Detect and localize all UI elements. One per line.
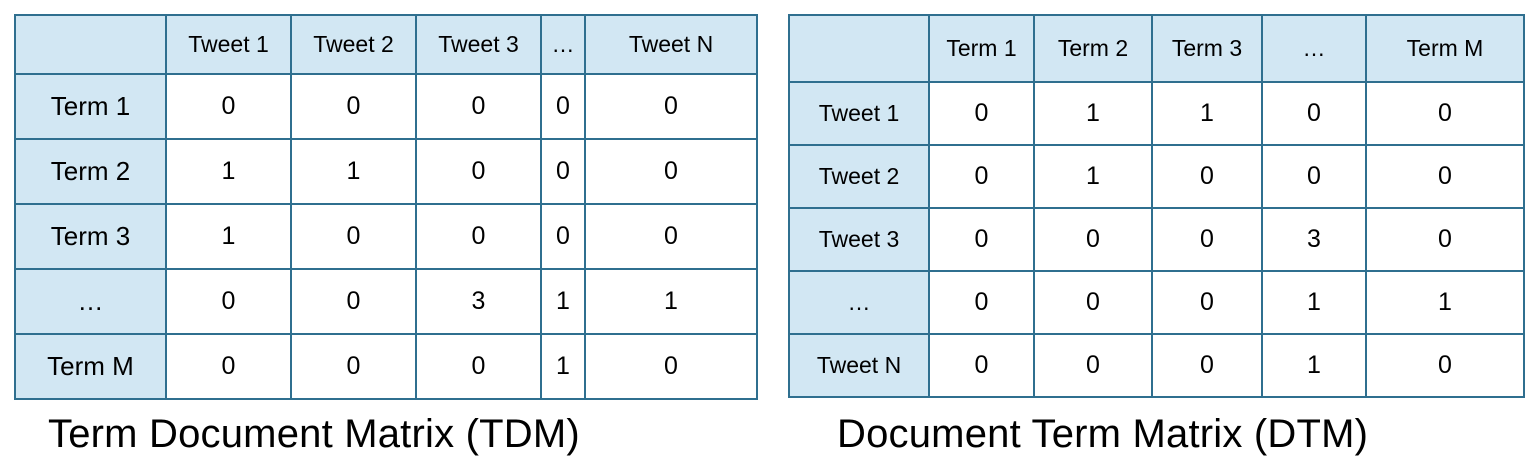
tdm-table: Tweet 1 Tweet 2 Tweet 3 … Tweet N Term 1… — [14, 14, 758, 400]
tdm-cell: 0 — [290, 203, 417, 270]
dtm-cell: 0 — [1151, 333, 1263, 398]
dtm-col-header: … — [1261, 14, 1367, 83]
tdm-row-header: Term 2 — [14, 138, 167, 205]
dtm-col-header: Term 2 — [1033, 14, 1153, 83]
tdm-cell: 0 — [165, 333, 292, 400]
dtm-cell: 0 — [928, 333, 1035, 398]
dtm-row-header: Tweet 2 — [788, 144, 930, 209]
dtm-header-row: Term 1 Term 2 Term 3 … Term M — [788, 14, 1525, 83]
tdm-row: Term 1 0 0 0 0 0 — [14, 73, 758, 140]
dtm-cell: 0 — [1261, 144, 1367, 209]
dtm-cell: 1 — [1261, 333, 1367, 398]
tdm-cell: 0 — [540, 203, 586, 270]
dtm-cell: 0 — [1151, 270, 1263, 335]
dtm-row: Tweet 2 0 1 0 0 0 — [788, 144, 1525, 209]
dtm-row-header: Tweet 3 — [788, 207, 930, 272]
tdm-cell: 0 — [165, 73, 292, 140]
tdm-cell: 1 — [584, 268, 758, 335]
dtm-row-header: … — [788, 270, 930, 335]
tdm-cell: 0 — [290, 333, 417, 400]
tdm-cell: 1 — [540, 333, 586, 400]
tdm-col-header: Tweet 2 — [290, 14, 417, 75]
tdm-corner-cell — [14, 14, 167, 75]
tdm-cell: 0 — [415, 73, 542, 140]
dtm-col-header: Term M — [1365, 14, 1525, 83]
dtm-cell: 3 — [1261, 207, 1367, 272]
dtm-cell: 0 — [928, 144, 1035, 209]
dtm-row: Tweet 1 0 1 1 0 0 — [788, 81, 1525, 146]
tdm-cell: 0 — [540, 73, 586, 140]
tdm-cell: 0 — [290, 268, 417, 335]
dtm-cell: 0 — [1365, 144, 1525, 209]
dtm-cell: 0 — [928, 207, 1035, 272]
tdm-cell: 0 — [584, 73, 758, 140]
dtm-cell: 0 — [928, 270, 1035, 335]
dtm-caption: Document Term Matrix (DTM) — [837, 412, 1369, 456]
dtm-cell: 1 — [1033, 144, 1153, 209]
tdm-cell: 3 — [415, 268, 542, 335]
tdm-cell: 0 — [415, 203, 542, 270]
dtm-col-header: Term 1 — [928, 14, 1035, 83]
dtm-table: Term 1 Term 2 Term 3 … Term M Tweet 1 0 … — [788, 14, 1525, 398]
dtm-cell: 1 — [1261, 270, 1367, 335]
tdm-row: Term 2 1 1 0 0 0 — [14, 138, 758, 205]
tdm-cell: 1 — [540, 268, 586, 335]
dtm-cell: 0 — [1365, 207, 1525, 272]
tdm-row-header: … — [14, 268, 167, 335]
dtm-row-header: Tweet 1 — [788, 81, 930, 146]
dtm-row-header: Tweet N — [788, 333, 930, 398]
dtm-cell: 1 — [1033, 81, 1153, 146]
dtm-cell: 0 — [1151, 144, 1263, 209]
dtm-cell: 0 — [1151, 207, 1263, 272]
dtm-cell: 0 — [1033, 270, 1153, 335]
dtm-cell: 0 — [1365, 81, 1525, 146]
tdm-row: Term M 0 0 0 1 0 — [14, 333, 758, 400]
dtm-row: … 0 0 0 1 1 — [788, 270, 1525, 335]
tdm-col-header: Tweet 3 — [415, 14, 542, 75]
tdm-col-header: Tweet 1 — [165, 14, 292, 75]
dtm-row: Tweet N 0 0 0 1 0 — [788, 333, 1525, 398]
tdm-row: Term 3 1 0 0 0 0 — [14, 203, 758, 270]
tdm-cell: 0 — [540, 138, 586, 205]
dtm-cell: 1 — [1365, 270, 1525, 335]
tdm-cell: 0 — [415, 333, 542, 400]
dtm-corner-cell — [788, 14, 930, 83]
tdm-row-header: Term M — [14, 333, 167, 400]
tdm-header-row: Tweet 1 Tweet 2 Tweet 3 … Tweet N — [14, 14, 758, 75]
tdm-cell: 0 — [584, 138, 758, 205]
tdm-col-header: … — [540, 14, 586, 75]
tdm-cell: 1 — [290, 138, 417, 205]
tdm-row: … 0 0 3 1 1 — [14, 268, 758, 335]
tdm-row-header: Term 1 — [14, 73, 167, 140]
tdm-row-header: Term 3 — [14, 203, 167, 270]
tdm-cell: 0 — [290, 73, 417, 140]
dtm-cell: 1 — [1151, 81, 1263, 146]
tdm-cell: 1 — [165, 138, 292, 205]
dtm-cell: 0 — [928, 81, 1035, 146]
dtm-cell: 0 — [1365, 333, 1525, 398]
dtm-cell: 0 — [1033, 333, 1153, 398]
tdm-cell: 0 — [584, 203, 758, 270]
tdm-cell: 0 — [165, 268, 292, 335]
tdm-cell: 0 — [584, 333, 758, 400]
dtm-cell: 0 — [1261, 81, 1367, 146]
tdm-cell: 0 — [415, 138, 542, 205]
tdm-caption: Term Document Matrix (TDM) — [48, 412, 580, 456]
tdm-cell: 1 — [165, 203, 292, 270]
dtm-cell: 0 — [1033, 207, 1153, 272]
tdm-col-header: Tweet N — [584, 14, 758, 75]
dtm-row: Tweet 3 0 0 0 3 0 — [788, 207, 1525, 272]
dtm-col-header: Term 3 — [1151, 14, 1263, 83]
